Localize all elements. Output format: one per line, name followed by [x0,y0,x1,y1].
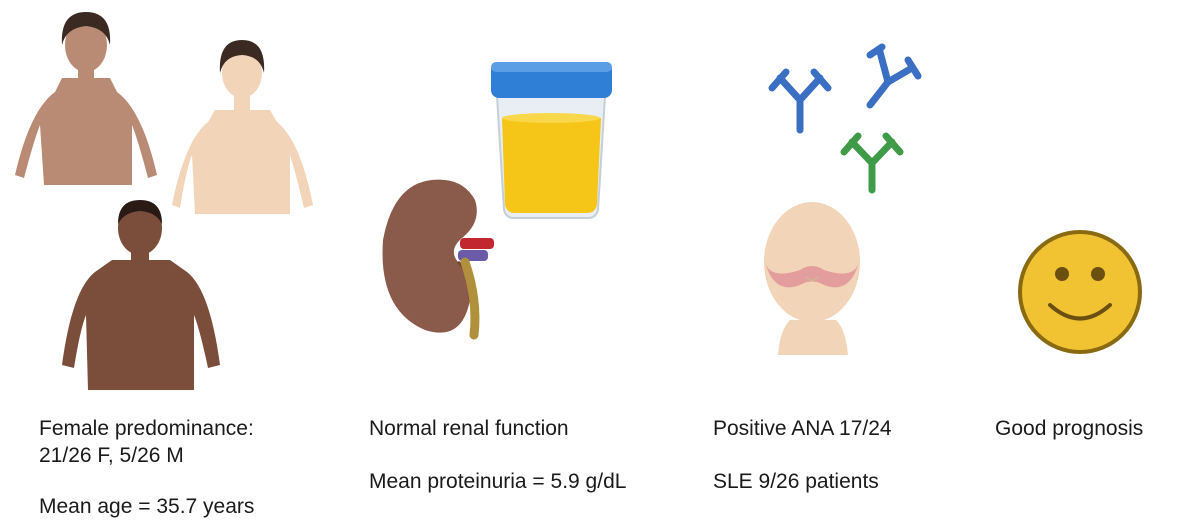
demographics-line-3: Mean age = 35.7 years [39,495,255,518]
renal-line-2: Mean proteinuria = 5.9 g/dL [369,470,627,493]
woman-medium-figure [15,12,157,185]
demographics-line-1: Female predominance: [39,417,254,440]
antibody-green [840,132,904,194]
woman-light-figure [172,40,313,214]
man-dark-figure [62,200,220,390]
serology-line-2: SLE 9/26 patients [713,470,879,493]
renal-line-1: Normal renal function [369,417,569,440]
antibody-blue-left [768,68,832,134]
demographics-line-2: 21/26 F, 5/26 M [39,444,184,467]
prognosis-line-1: Good prognosis [995,417,1144,440]
serology-line-1: Positive ANA 17/24 [713,417,892,440]
antibody-blue-right [866,43,922,109]
